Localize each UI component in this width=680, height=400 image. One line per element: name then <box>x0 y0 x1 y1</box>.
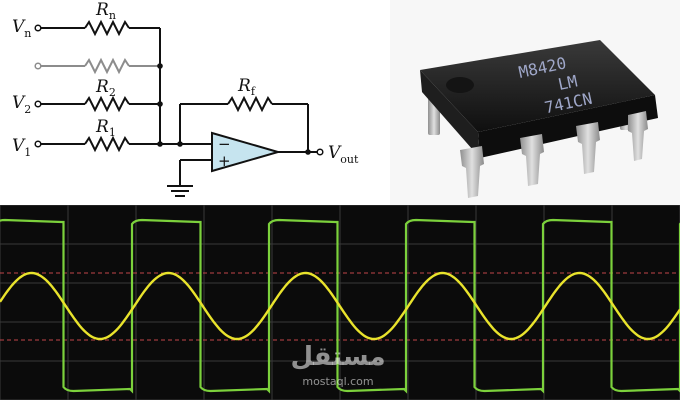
summing-amplifier-schematic: − + Vn V2 V1 Rn R2 R1 Rf Vout <box>0 0 390 205</box>
chip-body-end <box>420 70 480 158</box>
chip-front-pins <box>460 111 648 198</box>
square-wave-trace <box>0 218 680 394</box>
chip-body-top <box>420 40 655 132</box>
opamp-symbol <box>211 131 282 173</box>
label-rf: Rf <box>237 76 256 98</box>
watermark-url: mostaql.com <box>302 375 373 388</box>
sine-wave-trace <box>0 271 680 341</box>
output-terminal <box>316 148 324 156</box>
oscilloscope-screen: مستقل mostaql.com <box>0 205 680 400</box>
label-rn: Rn <box>95 0 116 22</box>
input-terminal-v2 <box>34 100 42 108</box>
label-r2: R2 <box>95 77 116 99</box>
watermark-arabic: مستقل <box>290 342 385 372</box>
faded-input-branch <box>40 57 160 75</box>
schematic-svg: − + Vn V2 V1 Rn R2 R1 Rf Vout <box>12 0 359 197</box>
opamp-minus-sign: − <box>218 135 231 153</box>
faded-input-terminal <box>34 62 42 70</box>
input-terminal-v1 <box>34 140 42 148</box>
scope-svg: مستقل mostaql.com <box>0 205 680 400</box>
opamp-plus-sign: + <box>218 152 231 170</box>
input-wires <box>40 19 318 197</box>
lm741-chip-photo: M8420 LM 741CN <box>390 0 680 205</box>
label-vout: Vout <box>328 143 359 166</box>
chip-marking-line2: LM <box>556 71 579 94</box>
label-r1: R1 <box>95 117 116 139</box>
label-v2: V2 <box>12 93 31 116</box>
chip-svg: M8420 LM 741CN <box>420 40 658 198</box>
label-v1: V1 <box>12 136 31 159</box>
chip-notch <box>446 77 474 93</box>
scope-grid <box>0 205 680 400</box>
label-vn: Vn <box>12 17 31 40</box>
junction-dots <box>157 63 311 155</box>
input-terminal-vn <box>34 24 42 32</box>
